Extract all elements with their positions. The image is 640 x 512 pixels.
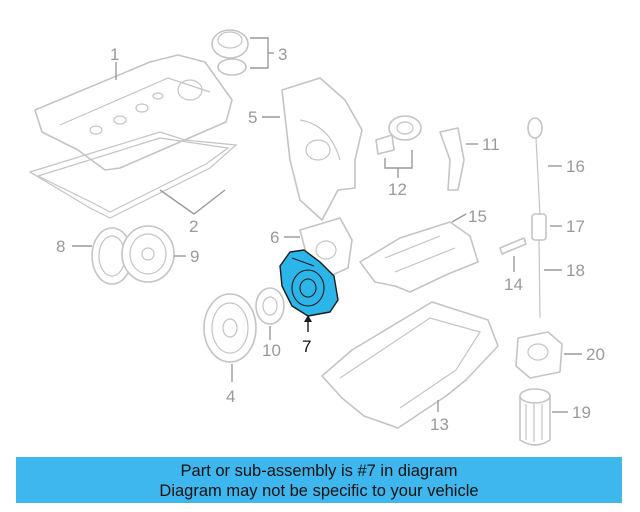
- callout-20[interactable]: 20: [586, 345, 605, 364]
- dipstick-part[interactable]: [527, 117, 547, 319]
- callout-11[interactable]: 11: [482, 135, 500, 154]
- callout-1[interactable]: 1: [110, 45, 119, 64]
- oil-filter-part[interactable]: [519, 388, 551, 446]
- callout-19[interactable]: 19: [572, 403, 591, 422]
- camshaft-sprocket-part[interactable]: [121, 225, 175, 283]
- callout-3[interactable]: 3: [278, 45, 287, 64]
- callout-10[interactable]: 10: [262, 341, 281, 360]
- callout-6[interactable]: 6: [270, 228, 279, 247]
- leader-line-12: [384, 150, 413, 169]
- gasket-part[interactable]: [28, 131, 238, 219]
- callout-15[interactable]: 15: [468, 207, 487, 226]
- callout-5[interactable]: 5: [248, 108, 257, 127]
- valve-cover-part[interactable]: [34, 54, 233, 171]
- info-banner: Part or sub-assembly is #7 in diagram Di…: [16, 457, 622, 503]
- callout-17[interactable]: 17: [566, 217, 585, 236]
- banner-line-2: Diagram may not be specific to your vehi…: [159, 482, 479, 500]
- timing-cover-part[interactable]: [281, 77, 363, 221]
- sensor-part[interactable]: [499, 237, 527, 255]
- callout-12[interactable]: 12: [388, 180, 407, 199]
- callout-16[interactable]: 16: [566, 157, 585, 176]
- callout-2[interactable]: 2: [189, 217, 198, 236]
- callout-8[interactable]: 8: [56, 237, 65, 256]
- crank-pulley-part[interactable]: [203, 293, 257, 363]
- crank-sprocket-part[interactable]: [255, 287, 285, 325]
- leader-arrow-7: [304, 315, 312, 322]
- callout-18[interactable]: 18: [566, 261, 585, 280]
- leader-line-15: [451, 213, 467, 223]
- callout-13[interactable]: 13: [430, 415, 449, 434]
- oil-pan-part[interactable]: [321, 301, 499, 429]
- leader-line-2: [159, 189, 226, 215]
- banner-line-1: Part or sub-assembly is #7 in diagram: [180, 462, 458, 480]
- oil-cap-part[interactable]: [211, 29, 249, 76]
- callout-7[interactable]: 7: [302, 337, 311, 356]
- callout-9[interactable]: 9: [190, 247, 199, 266]
- intake-manifold-part[interactable]: [359, 221, 479, 293]
- highlighted-part-7[interactable]: [279, 249, 339, 317]
- callout-14[interactable]: 14: [504, 275, 523, 294]
- bracket-part[interactable]: [439, 127, 465, 191]
- leader-line-3: [250, 37, 269, 69]
- parts-diagram: 1 2 3 5 12 11 16 17: [28, 29, 605, 446]
- tensioner-part[interactable]: [375, 115, 422, 155]
- oil-filter-housing-part[interactable]: [515, 331, 563, 379]
- callout-4[interactable]: 4: [226, 387, 235, 406]
